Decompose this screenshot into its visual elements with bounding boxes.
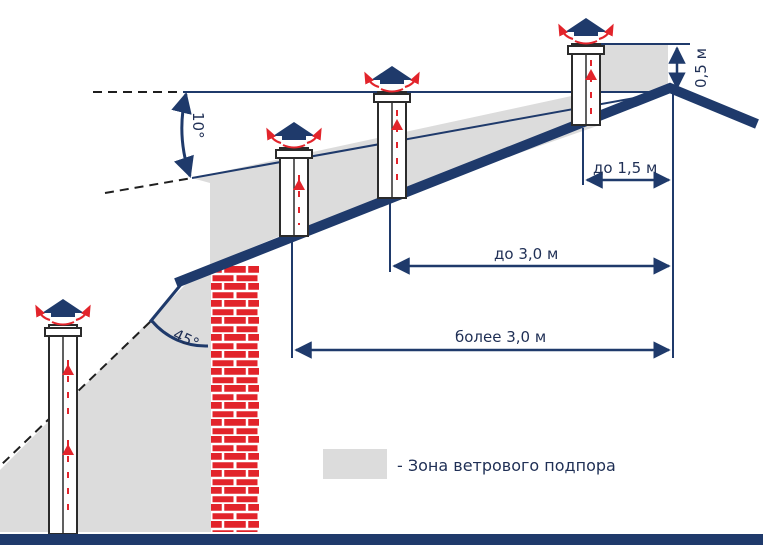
legend-text: - Зона ветрового подпора (397, 456, 616, 475)
up-arrow-icon (585, 69, 597, 80)
dimension-arrows (294, 171, 671, 359)
up-arrow-icon (62, 444, 74, 455)
conical-hat-cap-icon (269, 122, 319, 148)
chimney-pipe-3 (367, 66, 417, 199)
conical-hat-cap-icon (367, 66, 417, 92)
extension-lines (291, 94, 674, 358)
zone-left (0, 266, 211, 532)
conical-hat-cap-icon (38, 299, 88, 325)
up-arrow-icon (293, 179, 305, 190)
eave-angle (148, 281, 209, 348)
angle-10-arc (171, 91, 194, 178)
conical-hat-cap-icon (561, 18, 611, 44)
angle-10-label: 10° (189, 112, 207, 139)
chimney-pipe-1 (38, 299, 88, 535)
guide-lines (0, 91, 193, 467)
brick-stack (211, 266, 259, 532)
dim-30-label: до 3,0 м (494, 245, 558, 263)
up-arrow-icon (62, 364, 74, 375)
dim-15-label: до 1,5 м (593, 159, 657, 177)
legend: - Зона ветрового подпора (323, 449, 616, 479)
dim-05-label: 0,5 м (692, 48, 710, 88)
chimney-pipe-2 (269, 122, 319, 237)
zone-main (192, 44, 668, 265)
chimney-pipe-4 (561, 18, 611, 126)
dim-more-30-label: более 3,0 м (455, 328, 546, 346)
ground-line (0, 534, 763, 545)
up-arrow-icon (391, 119, 403, 130)
legend-swatch (323, 449, 387, 479)
